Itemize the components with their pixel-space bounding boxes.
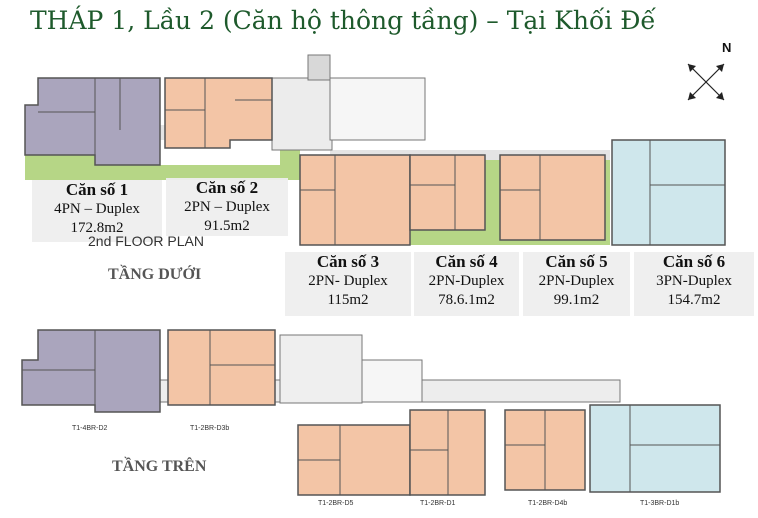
- unit-2-area: 91.5m2: [204, 218, 250, 234]
- unit-4-type: 2PN-Duplex: [428, 273, 505, 289]
- unit-3-name: Căn số 3: [316, 252, 380, 271]
- upper-unit-code-5: T1-2BR-D4b: [528, 500, 568, 507]
- compass-icon: [687, 63, 725, 101]
- unit-3-area: 115m2: [327, 292, 369, 308]
- core-lower: [271, 77, 333, 151]
- unit-5-lower: [499, 154, 606, 241]
- upper-unit-code-4: T1-2BR-D1: [420, 500, 456, 507]
- unit-6-name: Căn số 6: [662, 252, 726, 271]
- unit-label-2: Căn số 2 2PN – Duplex 91.5m2: [166, 178, 288, 236]
- unit-6-type: 3PN-Duplex: [656, 273, 732, 289]
- lower-floor-label: TẦNG DƯỚI: [108, 266, 202, 283]
- unit-6-lower: [611, 139, 726, 246]
- unit-label-3: Căn số 3 2PN- Duplex 115m2: [285, 252, 411, 316]
- upper-unit-code-1: T1-4BR-D2: [72, 425, 108, 432]
- unit-4-lower: [409, 154, 486, 231]
- unit-2-name: Căn số 2: [195, 178, 259, 197]
- compass-label: N: [722, 40, 732, 55]
- unit-5-area: 99.1m2: [553, 292, 600, 308]
- upper-unit-code-2: T1-2BR-D3b: [190, 425, 230, 432]
- unit-3-lower: [299, 154, 411, 246]
- unit-1-type: 4PN – Duplex: [54, 201, 140, 217]
- unit-6-area: 154.7m2: [667, 292, 721, 308]
- unit-3-type: 2PN- Duplex: [308, 273, 388, 289]
- stair-lower: [329, 77, 426, 141]
- page-title: THÁP 1, Lầu 2 (Căn hộ thông tầng) – Tại …: [30, 6, 656, 35]
- unit-2-lower: [164, 77, 273, 149]
- unit-label-4: Căn số 4 2PN-Duplex 78.6.1m2: [414, 252, 519, 316]
- upper-floor-label: TẦNG TRÊN: [112, 458, 207, 475]
- unit-1-name: Căn số 1: [65, 180, 129, 199]
- unit-4-name: Căn số 4: [435, 252, 498, 271]
- floorplan-caption: 2nd FLOOR PLAN: [88, 233, 204, 249]
- unit-5-type: 2PN-Duplex: [538, 273, 615, 289]
- unit-5-name: Căn số 5: [545, 252, 608, 271]
- unit-label-1: Căn số 1 4PN – Duplex 172.8m2: [32, 180, 162, 242]
- upper-unit-code-3: T1-2BR-D5: [318, 500, 354, 507]
- unit-1-upper: [21, 329, 161, 413]
- unit-2-type: 2PN – Duplex: [184, 199, 270, 215]
- unit-1-area: 172.8m2: [70, 220, 124, 236]
- unit-label-6: Căn số 6 3PN-Duplex 154.7m2: [634, 252, 754, 316]
- unit-1-lower: [24, 77, 161, 166]
- unit-2-upper: [167, 329, 276, 406]
- unit-6-upper: [589, 404, 721, 493]
- upper-unit-code-6: T1-3BR-D1b: [640, 500, 680, 507]
- unit-label-5: Căn số 5 2PN-Duplex 99.1m2: [523, 252, 630, 316]
- core-upper: [279, 334, 363, 404]
- unit-4-area: 78.6.1m2: [438, 292, 495, 308]
